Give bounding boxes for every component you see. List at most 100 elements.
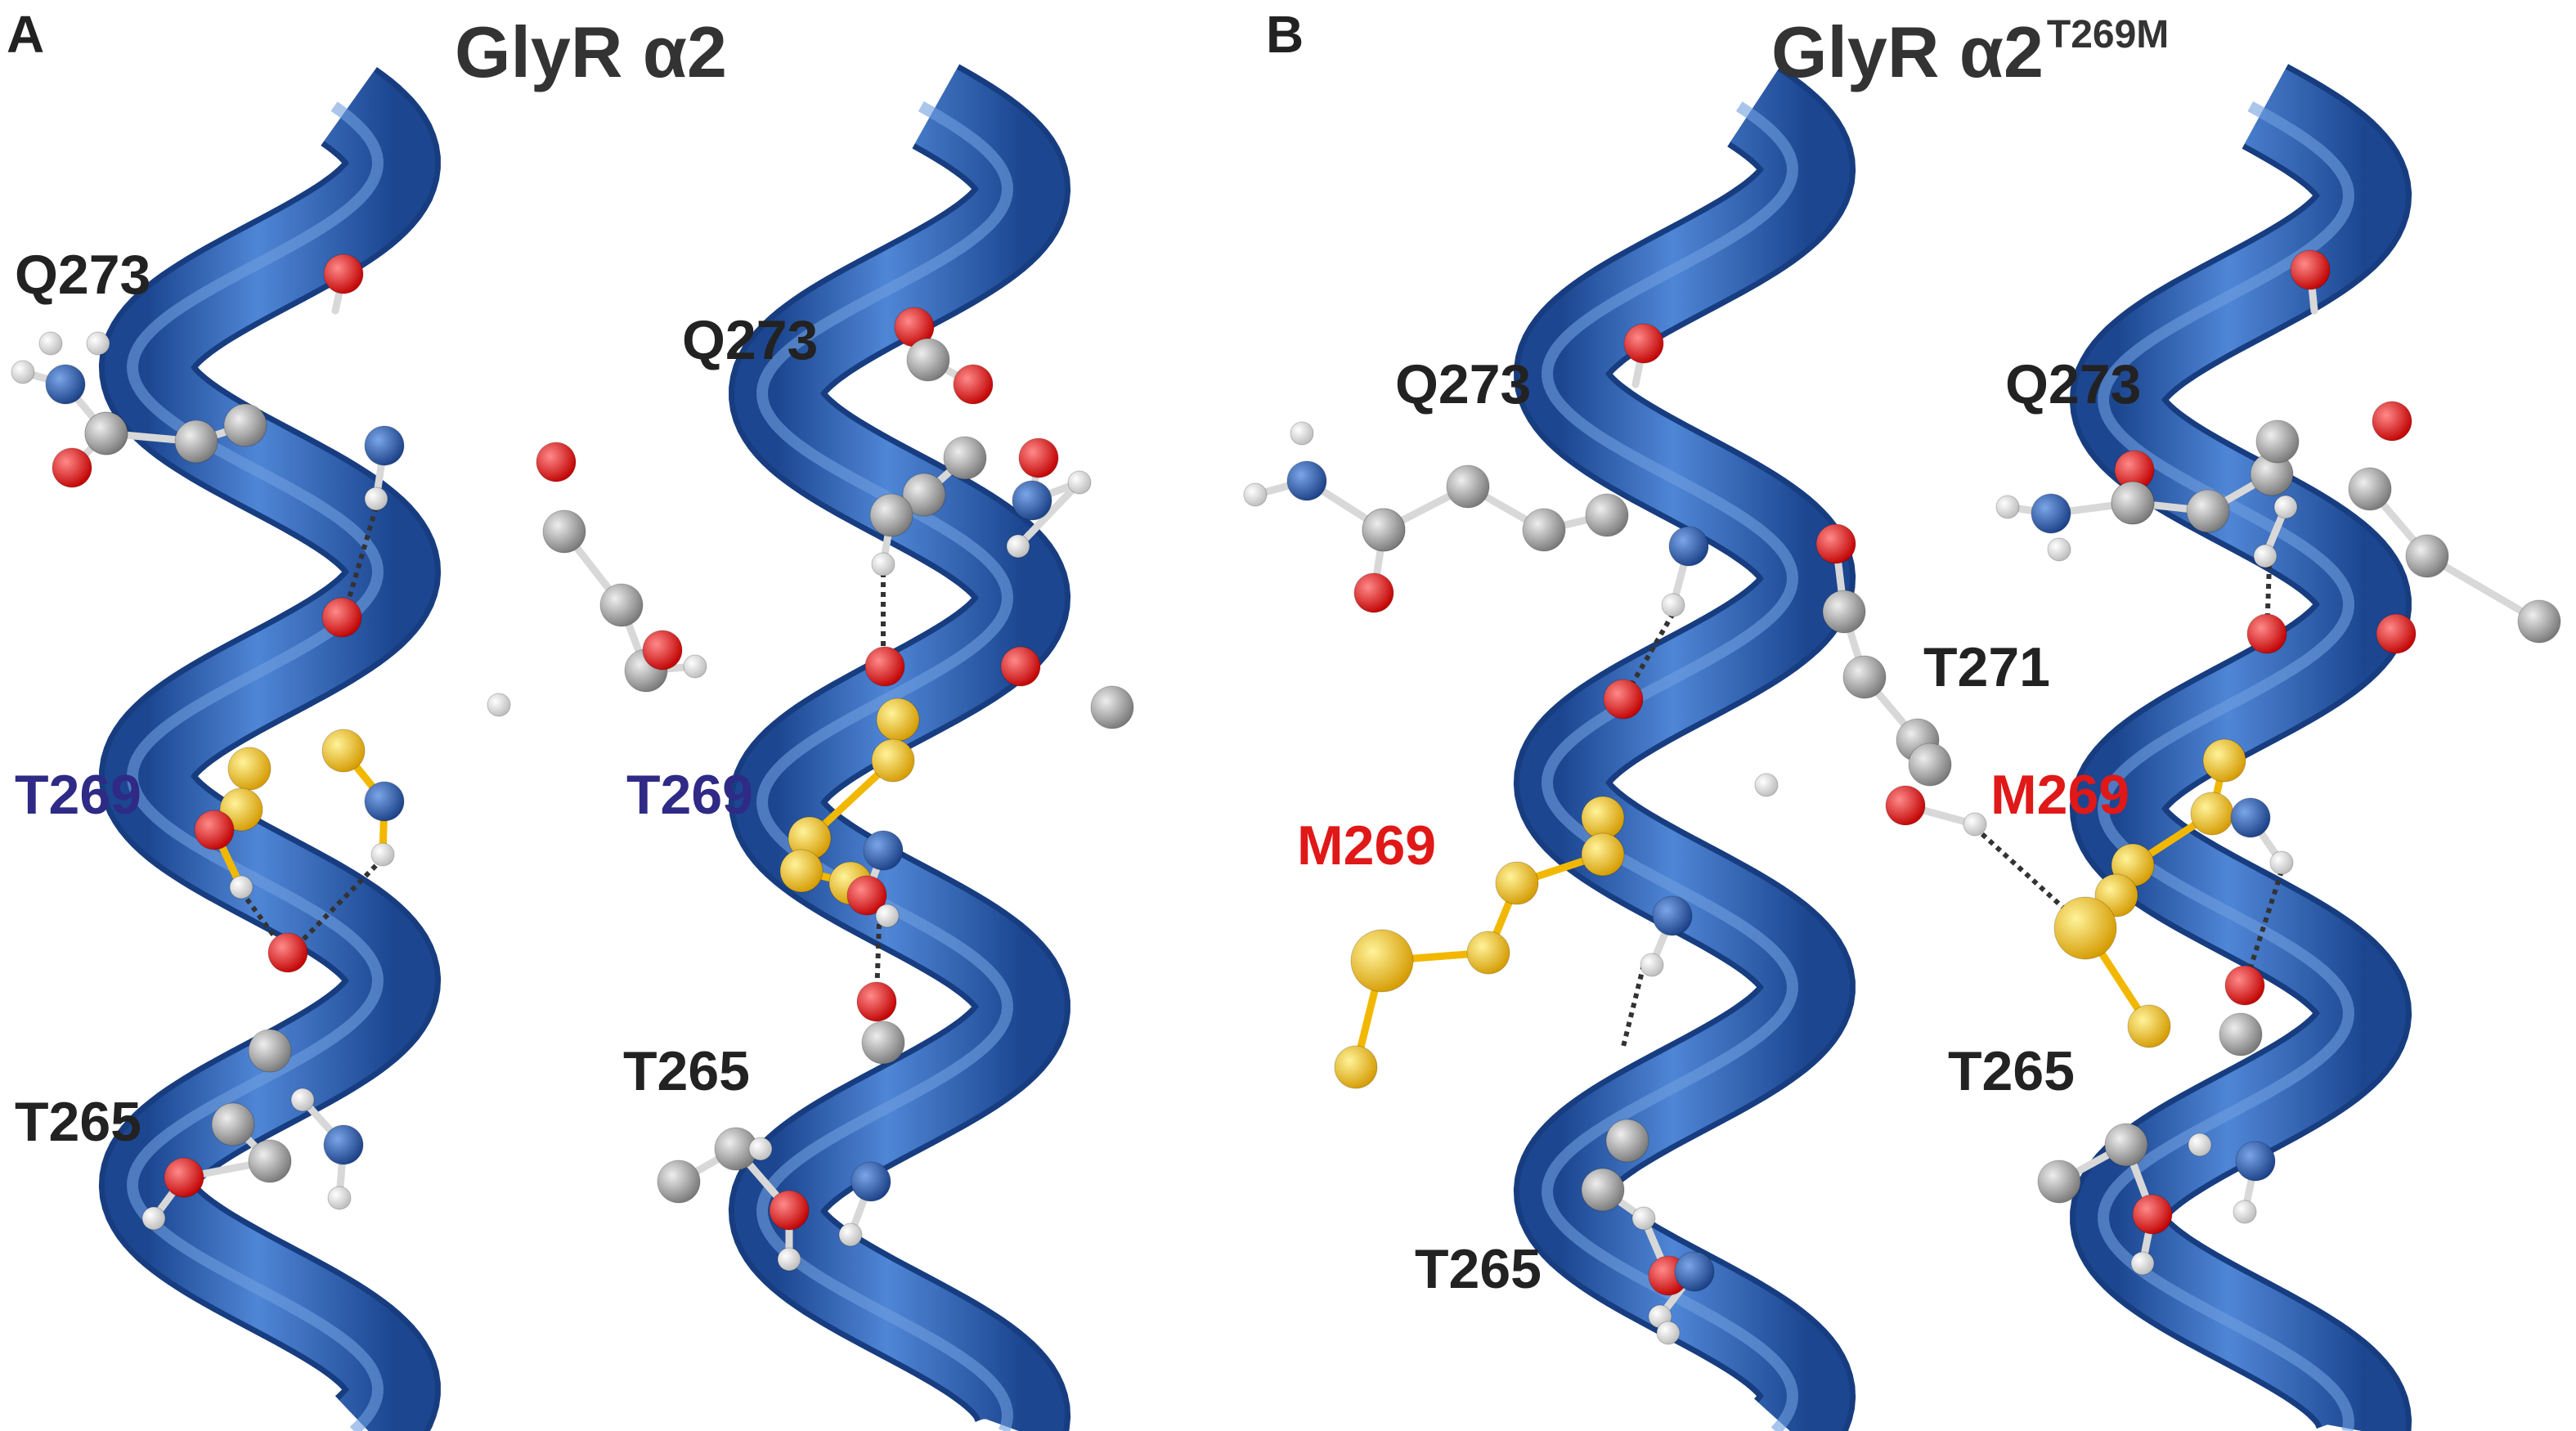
label-t265-b-left: T265 (1415, 1238, 1542, 1300)
helix-layer (98, 64, 2412, 1431)
hydrogen-atom (290, 1088, 315, 1112)
label-t269-a-right: T269 (626, 764, 753, 826)
hydrogen-bond (288, 856, 385, 955)
sulfur-chain-atom (1495, 861, 1539, 905)
hydrogen-atom (838, 1222, 863, 1247)
oxygen-atom (323, 253, 364, 294)
panel-b-title-text: GlyR α2 (1771, 11, 2044, 92)
hydrogen-atom (871, 552, 895, 576)
carbon-atom (1585, 493, 1629, 537)
nitrogen-atom (2235, 1141, 2276, 1182)
oxygen-atom (864, 646, 905, 687)
carbon-atom (248, 1139, 292, 1183)
oxygen-atom (1885, 785, 1926, 826)
sulfur-chain-atom (2127, 1004, 2171, 1048)
sulfur-chain-atom (321, 729, 366, 773)
oxygen-atom (536, 442, 577, 482)
oxygen-atom (52, 447, 92, 488)
panel-letter-a: A (7, 5, 45, 64)
hydrogen-atom (1754, 773, 1779, 797)
carbon-atom (861, 1021, 905, 1065)
label-q273-b-right: Q273 (2005, 353, 2142, 415)
oxygen-atom (2246, 613, 2287, 654)
carbon-atom (174, 419, 218, 464)
oxygen-atom (267, 932, 308, 973)
oxygen-atom (856, 981, 897, 1022)
oxygen-atom (1353, 572, 1394, 613)
hydrogen-atom (2253, 544, 2278, 568)
hydrogen-atom (229, 875, 254, 899)
hydrogen-atom (1631, 1206, 1656, 1231)
hydrogen-bond (2242, 870, 2284, 986)
sulfur-chain-atom (1581, 832, 1625, 877)
carbon-atom (248, 1029, 292, 1073)
helix-b-right-highlight (2097, 101, 2355, 1431)
carbon-atom (657, 1160, 701, 1204)
oxygen-atom (642, 630, 683, 671)
oxygen-atom (1603, 679, 1644, 720)
carbon-atom (2111, 481, 2155, 525)
hydrogen-atom (2047, 537, 2071, 562)
sulfur-chain-atom (2202, 738, 2246, 783)
carbon-atom (223, 403, 267, 447)
label-q273-a-right: Q273 (682, 309, 819, 371)
carbon-atom (1446, 464, 1490, 509)
oxygen-atom (1018, 437, 1059, 478)
hydrogen-atom (1290, 421, 1314, 446)
oxygen-atom (2290, 249, 2331, 290)
oxygen-atom (2372, 401, 2412, 442)
panel-a-title-text: GlyR α2 (455, 11, 727, 92)
carbon-atom (599, 583, 644, 627)
carbon-atom (1581, 1168, 1625, 1212)
hydrogen-atom (1661, 593, 1685, 617)
oxygen-atom (194, 810, 235, 850)
hydrogen-atom (364, 487, 388, 511)
oxygen-atom (1815, 523, 1856, 564)
nitrogen-atom (850, 1161, 891, 1202)
hydrogen-atom (1243, 482, 1268, 507)
sulfur-chain-atom (779, 849, 824, 893)
label-m269-b-left: M269 (1297, 814, 1437, 877)
covalent-bond (2423, 552, 2543, 626)
hydrogen-atom (875, 904, 900, 928)
nitrogen-atom (863, 830, 904, 871)
hydrogen-atom (1963, 812, 1987, 837)
label-q273-a-left: Q273 (15, 244, 151, 306)
label-q273-b-left: Q273 (1395, 353, 1532, 415)
hydrogen-atom (1006, 534, 1030, 558)
hydrogen-atom (2130, 1251, 2155, 1276)
carbon-atom (211, 1102, 255, 1146)
sulfur-chain-atom (876, 698, 920, 742)
hydrogen-atom (86, 331, 110, 356)
carbon-atom (1362, 508, 1406, 552)
carbon-atom (1605, 1119, 1649, 1163)
label-t271-b: T271 (1923, 636, 2050, 698)
hydrogen-atom (38, 331, 63, 356)
label-t265-a-right: T265 (623, 1040, 750, 1102)
sulfur-chain-atom (871, 738, 915, 783)
carbon-atom (1822, 590, 1866, 634)
helix-b-left-highlight (1541, 101, 1799, 1431)
oxygen-atom (164, 1157, 204, 1198)
helix-a-right-highlight (756, 101, 1014, 1431)
sulfur-chain-atom (2053, 896, 2117, 960)
helix-a-left-highlight (126, 101, 384, 1431)
hydrogen-atom (11, 360, 35, 384)
sulfur-chain-atom (227, 747, 272, 791)
sulfur-chain-atom (1350, 929, 1414, 993)
label-t265-b-right: T265 (1948, 1040, 2075, 1102)
carbon-atom (2104, 1123, 2148, 1167)
hydrogen-atom (327, 1186, 352, 1210)
atom-layer (11, 249, 2561, 1345)
carbon-atom (2186, 489, 2230, 533)
carbon-atom (2348, 467, 2392, 511)
nitrogen-atom (45, 364, 86, 405)
hydrogen-atom (683, 654, 707, 679)
helix-b-left (1519, 70, 1851, 1431)
nitrogen-atom (1286, 460, 1327, 501)
oxygen-atom (321, 597, 362, 638)
carbon-atom (869, 493, 913, 537)
nitrogen-atom (1668, 526, 1709, 567)
hydrogen-atom (141, 1206, 166, 1231)
label-m269-b-right: M269 (1990, 764, 2130, 826)
